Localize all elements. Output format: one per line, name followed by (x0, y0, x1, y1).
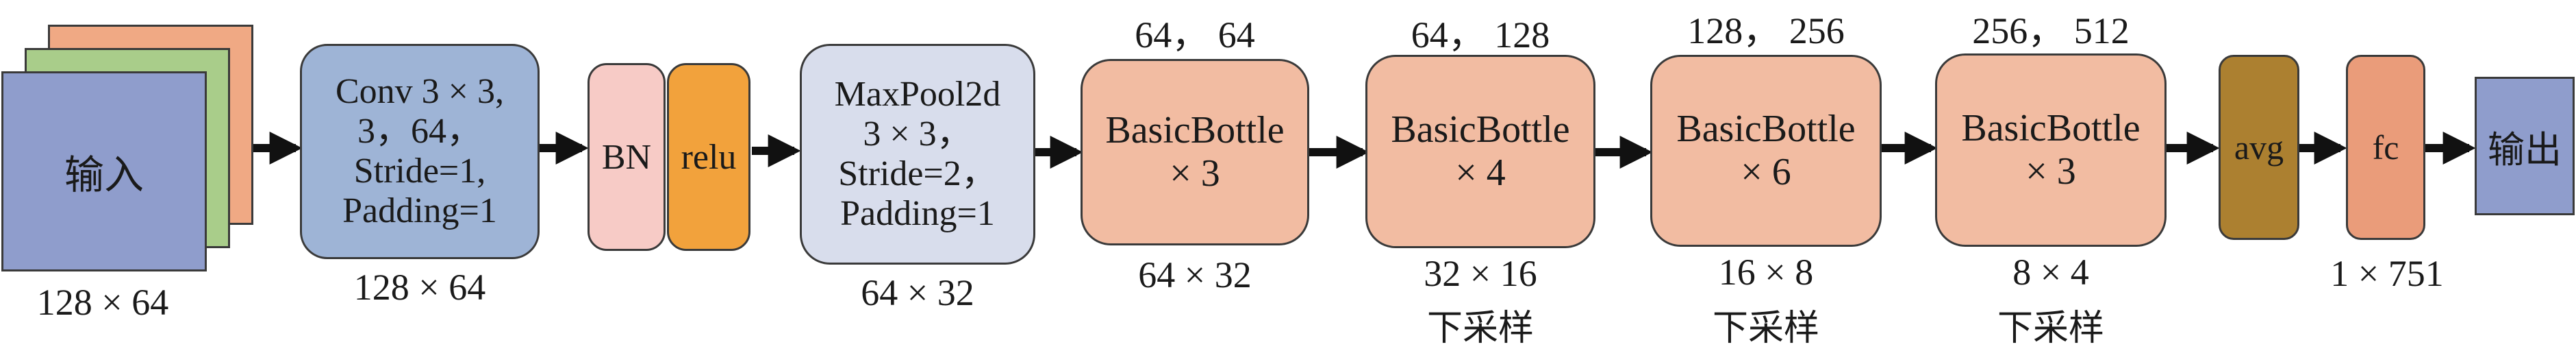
bottle2-channels: 64， 128 (1411, 14, 1550, 56)
bottle2-note: 下采样 (1426, 308, 1534, 349)
bottle4-channels: 256， 512 (1972, 10, 2130, 51)
relu-block: relu (667, 63, 750, 251)
input-box: 输入 (1, 71, 207, 271)
bn-block: BN (588, 63, 666, 251)
bottle3-channels: 128， 256 (1687, 10, 1845, 51)
fc-block: fc (2346, 55, 2425, 240)
bottle1-block: BasicBottle × 3 (1081, 59, 1309, 245)
bottle4-text: BasicBottle × 3 (1961, 107, 2141, 193)
bottle4-block: BasicBottle × 3 (1935, 53, 2167, 247)
output-label: 输出 (2488, 128, 2562, 171)
bottle3-size: 16 × 8 (1718, 252, 1814, 293)
conv-block: Conv 3 × 3, 3，64， Stride=1, Padding=1 (300, 44, 540, 259)
bottle2-size: 32 × 16 (1424, 253, 1537, 294)
maxpool-size-label: 64 × 32 (861, 272, 974, 313)
maxpool-text: MaxPool2d 3 × 3， Stride=2， Padding=1 (834, 74, 1001, 234)
relu-label: relu (681, 137, 737, 177)
bottle3-text: BasicBottle × 6 (1676, 108, 1856, 193)
bottle4-note: 下采样 (1997, 308, 2104, 349)
maxpool-block: MaxPool2d 3 × 3， Stride=2， Padding=1 (800, 44, 1035, 265)
bottle4-size: 8 × 4 (2012, 252, 2089, 293)
bottle1-size: 64 × 32 (1138, 254, 1252, 295)
output-box: 输出 (2475, 77, 2575, 215)
bottle2-text: BasicBottle × 4 (1391, 108, 1570, 194)
bottle2-block: BasicBottle × 4 (1365, 55, 1595, 248)
bn-label: BN (601, 137, 652, 177)
bottle1-channels: 64， 64 (1135, 14, 1255, 56)
bottle3-note: 下采样 (1712, 308, 1819, 349)
fc-size-label: 1 × 751 (2330, 253, 2444, 294)
conv-text: Conv 3 × 3, 3，64， Stride=1, Padding=1 (335, 71, 504, 231)
fc-label: fc (2372, 128, 2399, 167)
input-size-label: 128 × 64 (36, 282, 169, 323)
bottle3-block: BasicBottle × 6 (1650, 55, 1882, 247)
conv-size-label: 128 × 64 (353, 267, 486, 308)
avg-block: avg (2219, 55, 2299, 240)
bottle1-text: BasicBottle × 3 (1105, 109, 1285, 195)
avg-label: avg (2234, 128, 2284, 167)
input-label: 输入 (64, 152, 144, 198)
